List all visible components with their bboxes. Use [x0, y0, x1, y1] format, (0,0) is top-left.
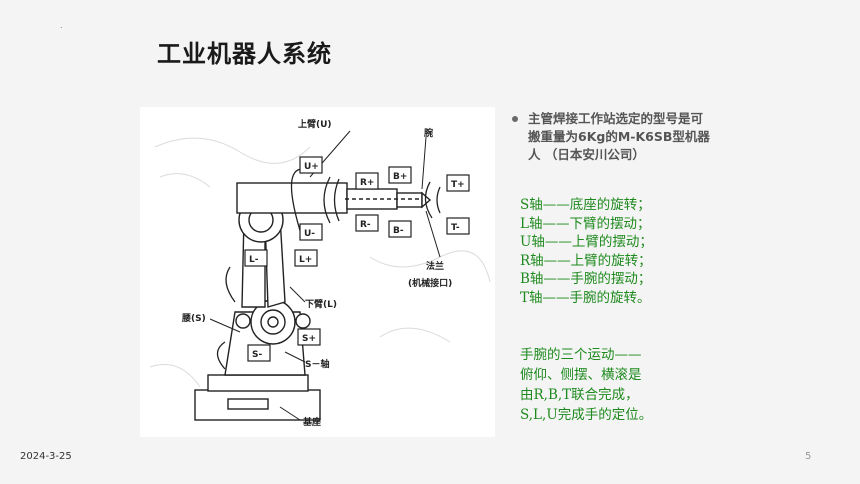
tag-b-plus: B+ — [393, 172, 407, 182]
motion-line-1: 手腕的三个运动—— — [520, 347, 642, 363]
corner-mark: . — [60, 21, 63, 30]
label-s-axis: S－轴 — [305, 358, 329, 370]
tag-r-minus: R- — [360, 220, 371, 230]
axis-tags: U+ U- R+ R- B+ B- T+ T- L- L+ — [244, 156, 470, 362]
axis-s-line: S轴——底座的旋转； — [520, 197, 651, 213]
bullet-dot-icon — [512, 116, 518, 122]
label-flange: 法兰 — [426, 260, 444, 272]
wrist-motion-text: 手腕的三个运动—— 俯仰、侧摆、横滚是 由R,B,T联合完成， S,L,U完成手… — [520, 345, 652, 425]
motion-line-2: 俯仰、侧摆、横滚是 — [520, 367, 642, 383]
slide-title: 工业机器人系统 — [157, 40, 332, 68]
axis-b-line: B轴——手腕的摆动； — [520, 271, 652, 287]
motion-line-4: S,L,U完成手的定位。 — [520, 407, 653, 423]
tag-r-plus: R+ — [360, 178, 374, 188]
footer-date: 2024-3-25 — [20, 451, 72, 462]
tag-s-minus: S- — [252, 350, 262, 360]
tag-s-plus: S+ — [302, 334, 316, 344]
bullet-text: 主管焊接工作站选定的型号是可搬重量为6Kg的M-K6SB型机器人 （日本安川公司… — [528, 111, 710, 162]
axis-u-line: U轴——上臂的摆动； — [520, 234, 653, 250]
axis-r-line: R轴——上臂的旋转； — [520, 252, 652, 269]
robot-diagram: 上臂(U) 腕 法兰 (机械接口) 下臂(L) 腰(S) S－轴 基座 U+ U… — [140, 107, 495, 437]
axis-l-line: L轴——下臂的摆动； — [520, 215, 651, 232]
motion-line-3: 由R,B,T联合完成， — [520, 387, 639, 403]
tag-u-plus: U+ — [304, 162, 319, 172]
tag-l-minus: L- — [249, 255, 259, 265]
label-flange-note: (机械接口) — [408, 277, 452, 289]
tag-b-minus: B- — [393, 226, 404, 236]
tag-l-plus: L+ — [299, 255, 312, 265]
axis-t-line: T轴——手腕的旋转。 — [520, 289, 651, 306]
label-base: 基座 — [302, 416, 321, 428]
tag-t-plus: T+ — [451, 180, 465, 190]
page-number: 5 — [805, 451, 812, 462]
label-wrist: 腕 — [424, 127, 433, 139]
robot-diagram-svg: 上臂(U) 腕 法兰 (机械接口) 下臂(L) 腰(S) S－轴 基座 U+ U… — [149, 118, 491, 428]
tag-t-minus: T- — [451, 223, 460, 233]
tag-u-minus: U- — [304, 229, 315, 239]
label-lower-arm: 下臂(L) — [305, 298, 337, 310]
label-waist: 腰(S) — [181, 313, 206, 324]
axes-list: S轴——底座的旋转； L轴——下臂的摆动； U轴——上臂的摆动； R轴——上臂的… — [520, 196, 653, 307]
label-upper-arm: 上臂(U) — [298, 118, 332, 130]
